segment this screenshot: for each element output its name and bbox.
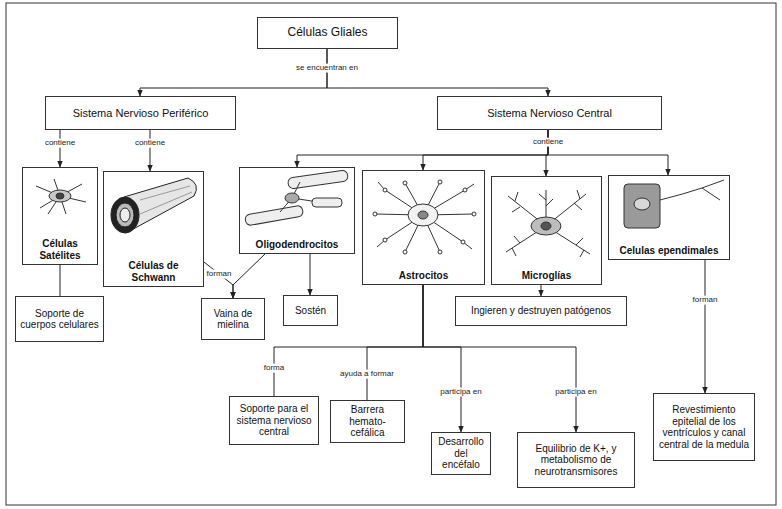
concept-box: Desarrollo del encéfalo (431, 432, 491, 475)
connector (60, 265, 61, 296)
concept-box: Sostén (283, 295, 338, 326)
node-text: Revestimiento epitelial de los ventrícul… (658, 404, 750, 450)
node-text: Celulas ependimales (620, 245, 719, 257)
title-box: Células Gliales (257, 17, 398, 49)
outer-frame (6, 3, 776, 505)
edge-label: ayuda a formar (338, 370, 396, 379)
edge-label: forman (691, 296, 720, 305)
cell-box: Células de Schwann (103, 171, 204, 287)
connector (60, 130, 61, 167)
cell-box: Astrocitos (362, 170, 485, 285)
edge-label: se encuentran en (294, 64, 360, 73)
connector (705, 260, 706, 393)
connector (150, 130, 151, 171)
connector (327, 49, 548, 96)
connector (367, 285, 423, 400)
cell-box: Células Satélites (22, 167, 98, 265)
concept-box: Vaina de mielina (201, 298, 265, 340)
microglia-figure (506, 190, 590, 257)
node-text: Desarrollo del encéfalo (436, 436, 486, 471)
concept-box: Soporte de cuerpos celulares (15, 296, 104, 342)
cell-box: Celulas ependimales (608, 175, 730, 260)
node-text: Células Satélites (27, 238, 93, 261)
node-text: Vaina de mielina (206, 308, 260, 331)
concept-box: Barrera hemato-cefálica (330, 400, 405, 443)
node-text: Astrocitos (399, 270, 448, 282)
connector (310, 254, 311, 295)
concept-box: Equilibrio de K+, y metabolismo de neuro… (517, 432, 635, 488)
connector (423, 130, 548, 170)
connector (140, 49, 327, 96)
concept-box: Sistema Nervioso Central (437, 96, 662, 130)
concept-box: Sistema Nervioso Periférico (45, 96, 236, 130)
cell-box: Microglías (491, 176, 602, 285)
concept-box: Revestimiento epitelial de los ventrícul… (653, 393, 755, 461)
connector (274, 285, 423, 396)
node-text: Sistema Nervioso Periférico (73, 107, 209, 120)
node-text: Equilibrio de K+, y metabolismo de neuro… (522, 443, 630, 478)
edge-label: forma (262, 364, 286, 373)
node-text: Células de Schwann (108, 260, 199, 283)
ependymal-cell-figure (624, 180, 724, 228)
edge-label: participa en (553, 388, 598, 397)
edge-label: contiene (531, 138, 565, 147)
edge-label: participa en (438, 388, 483, 397)
concept-box: Ingieren y destruyen patógenos (455, 296, 627, 326)
node-text: Soporte de cuerpos celulares (20, 308, 99, 331)
node-text: Células Gliales (287, 26, 367, 40)
node-text: Ingieren y destruyen patógenos (471, 305, 611, 317)
node-text: Barrera hemato-cefálica (335, 404, 400, 439)
schwann-cell-figure (111, 178, 196, 233)
node-text: Soporte para el sistema nervioso central (234, 403, 314, 438)
edge-label: contiene (43, 139, 77, 148)
edge-label: contiene (133, 139, 167, 148)
astrocyte-figure (373, 180, 476, 254)
node-text: Oligodendrocitos (256, 239, 339, 251)
oligodendrocyte-figure (245, 170, 349, 226)
node-text: Sostén (295, 305, 326, 317)
satellite-cell-figure (36, 179, 86, 214)
connector (541, 285, 542, 296)
connector (204, 262, 233, 298)
concept-box: Soporte para el sistema nervioso central (229, 396, 319, 445)
node-text: Microglías (522, 270, 571, 282)
connector (233, 254, 265, 298)
connector (548, 130, 668, 175)
cell-box: Oligodendrocitos (239, 167, 355, 254)
node-text: Sistema Nervioso Central (487, 107, 612, 120)
edge-label: forman (205, 270, 234, 279)
